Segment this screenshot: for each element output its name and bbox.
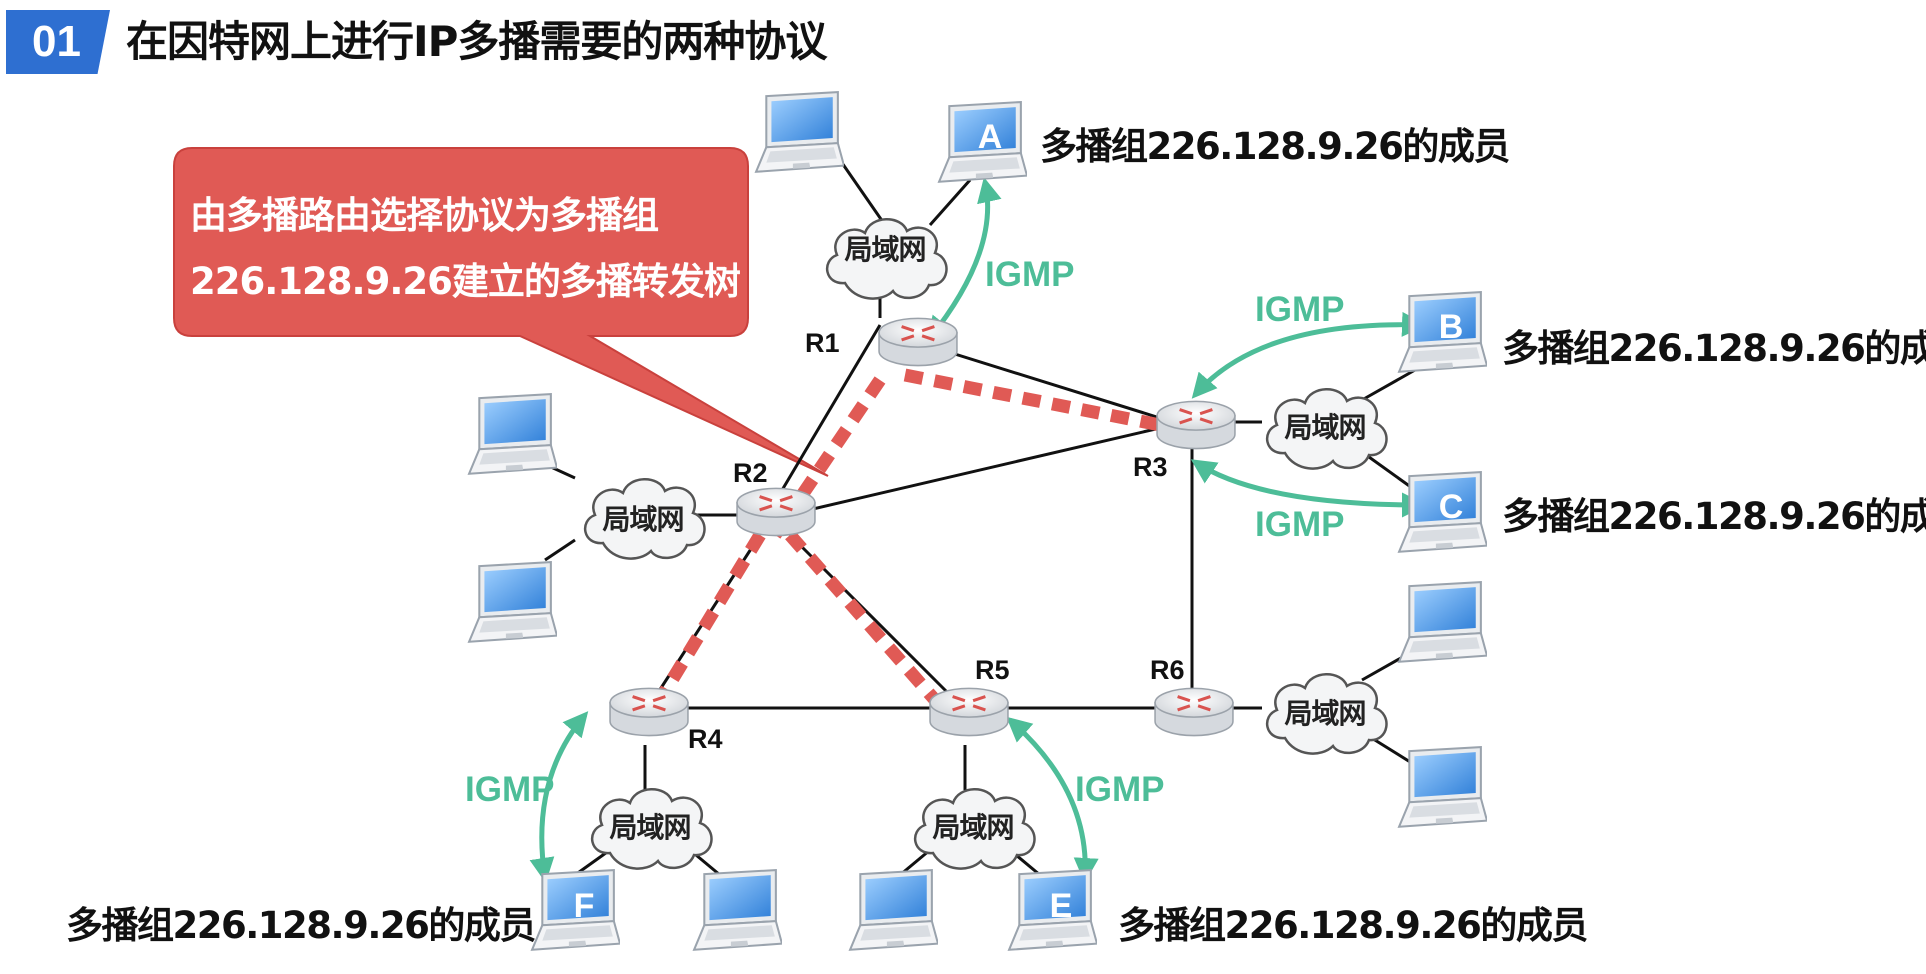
igmp-arrow-a xyxy=(926,177,1002,342)
igmp-arrow-c xyxy=(1190,459,1427,518)
callout-line-2: 226.128.9.26建立的多播转发树 xyxy=(190,260,741,303)
lan-label-r2: 局域网 xyxy=(602,503,684,536)
lan-label-r3: 局域网 xyxy=(1284,411,1366,444)
router-label-r1: R1 xyxy=(805,328,840,358)
lan-label-r4: 局域网 xyxy=(609,811,691,844)
igmp-label-b: IGMP xyxy=(1255,290,1345,329)
router-label-r6: R6 xyxy=(1150,655,1185,685)
laptop-icon xyxy=(755,91,844,173)
router-label-r2: R2 xyxy=(733,458,768,488)
laptop-icon xyxy=(849,869,938,951)
callout-line-1: 由多播路由选择协议为多播组 xyxy=(190,194,659,237)
member-label-e: 多播组226.128.9.26的成员 xyxy=(1118,904,1588,947)
igmp-arrows xyxy=(529,177,1427,883)
host-label-f: F xyxy=(574,887,595,925)
router-label-r5: R5 xyxy=(975,655,1010,685)
host-label-b: B xyxy=(1439,308,1464,346)
igmp-arrow-e xyxy=(1006,716,1099,883)
router-r3 xyxy=(1155,399,1237,451)
slide-title: 在因特网上进行IP多播需要的两种协议 xyxy=(126,17,827,66)
igmp-label-f: IGMP xyxy=(465,770,555,809)
member-label-f: 多播组226.128.9.26的成员 xyxy=(66,904,536,947)
router-r5 xyxy=(928,686,1010,738)
lan-label-r6: 局域网 xyxy=(1284,697,1366,730)
igmp-arrow-b xyxy=(1191,311,1427,399)
laptop-icon xyxy=(1398,581,1487,663)
member-label-a: 多播组226.128.9.26的成员 xyxy=(1040,125,1510,168)
router-r2 xyxy=(735,486,817,538)
host-label-c: C xyxy=(1439,488,1464,526)
router-label-r4: R4 xyxy=(688,724,723,754)
igmp-label-e: IGMP xyxy=(1075,770,1165,809)
laptop-icon xyxy=(693,869,782,951)
router-r1 xyxy=(877,316,959,368)
section-number-badge: 01 xyxy=(6,10,110,74)
callout-bubble xyxy=(173,147,829,477)
igmp-label-c: IGMP xyxy=(1255,505,1345,544)
router-r4 xyxy=(608,686,690,738)
slide-header: 01 在因特网上进行IP多播需要的两种协议 xyxy=(0,0,1926,84)
member-label-b: 多播组226.128.9.26的成员 xyxy=(1502,327,1926,370)
member-label-c: 多播组226.128.9.26的成员 xyxy=(1502,495,1926,538)
lan-label-r1: 局域网 xyxy=(844,233,926,266)
igmp-arrow-f xyxy=(529,711,589,883)
igmp-label-a: IGMP xyxy=(985,255,1075,294)
router-r6 xyxy=(1153,686,1235,738)
host-label-e: E xyxy=(1050,887,1073,925)
lan-label-r5: 局域网 xyxy=(932,811,1014,844)
router-label-r3: R3 xyxy=(1133,452,1168,482)
laptop-icon xyxy=(1398,746,1487,828)
laptop-icon xyxy=(468,561,557,643)
laptop-icon xyxy=(468,393,557,475)
host-label-a: A xyxy=(978,118,1003,156)
